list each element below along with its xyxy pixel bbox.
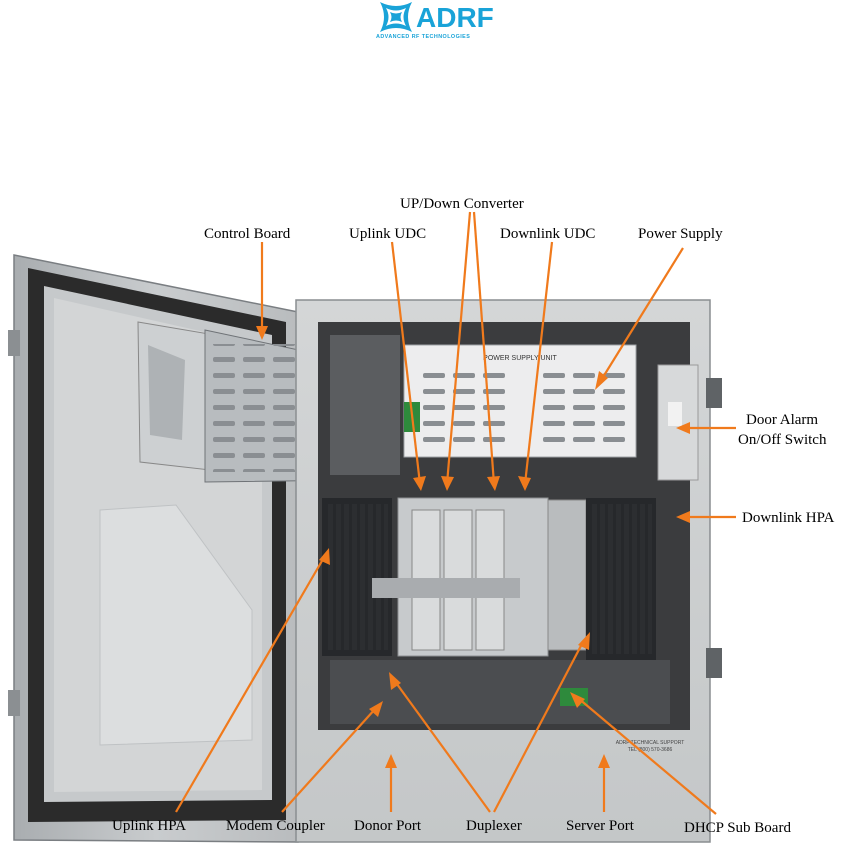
label-modem-coupler: Modem Coupler bbox=[226, 818, 325, 835]
label-door-alarm-1: Door Alarm bbox=[746, 412, 818, 429]
label-downlink-udc: Downlink UDC bbox=[500, 226, 595, 243]
psu-plate-label: POWER SUPPLY UNIT bbox=[483, 355, 557, 362]
label-donor-port: Donor Port bbox=[354, 818, 421, 835]
label-control-board: Control Board bbox=[204, 226, 290, 243]
support-line-2: TEL (800) 570-3686 bbox=[628, 747, 673, 753]
label-downlink-hpa: Downlink HPA bbox=[742, 510, 834, 527]
enclosure-body: POWER SUPPLY UNIT ADRF TECHNICAL SUPPORT… bbox=[296, 300, 722, 842]
label-uplink-udc: Uplink UDC bbox=[349, 226, 426, 243]
label-uplink-hpa: Uplink HPA bbox=[112, 818, 186, 835]
support-line-1: ADRF TECHNICAL SUPPORT bbox=[616, 740, 685, 746]
label-power-supply: Power Supply bbox=[638, 226, 723, 243]
label-server-port: Server Port bbox=[566, 818, 634, 835]
label-duplexer: Duplexer bbox=[466, 818, 522, 835]
label-up-down-converter: UP/Down Converter bbox=[400, 196, 524, 213]
label-door-alarm-2: On/Off Switch bbox=[738, 432, 826, 449]
label-dhcp-sub-board: DHCP Sub Board bbox=[684, 820, 791, 837]
